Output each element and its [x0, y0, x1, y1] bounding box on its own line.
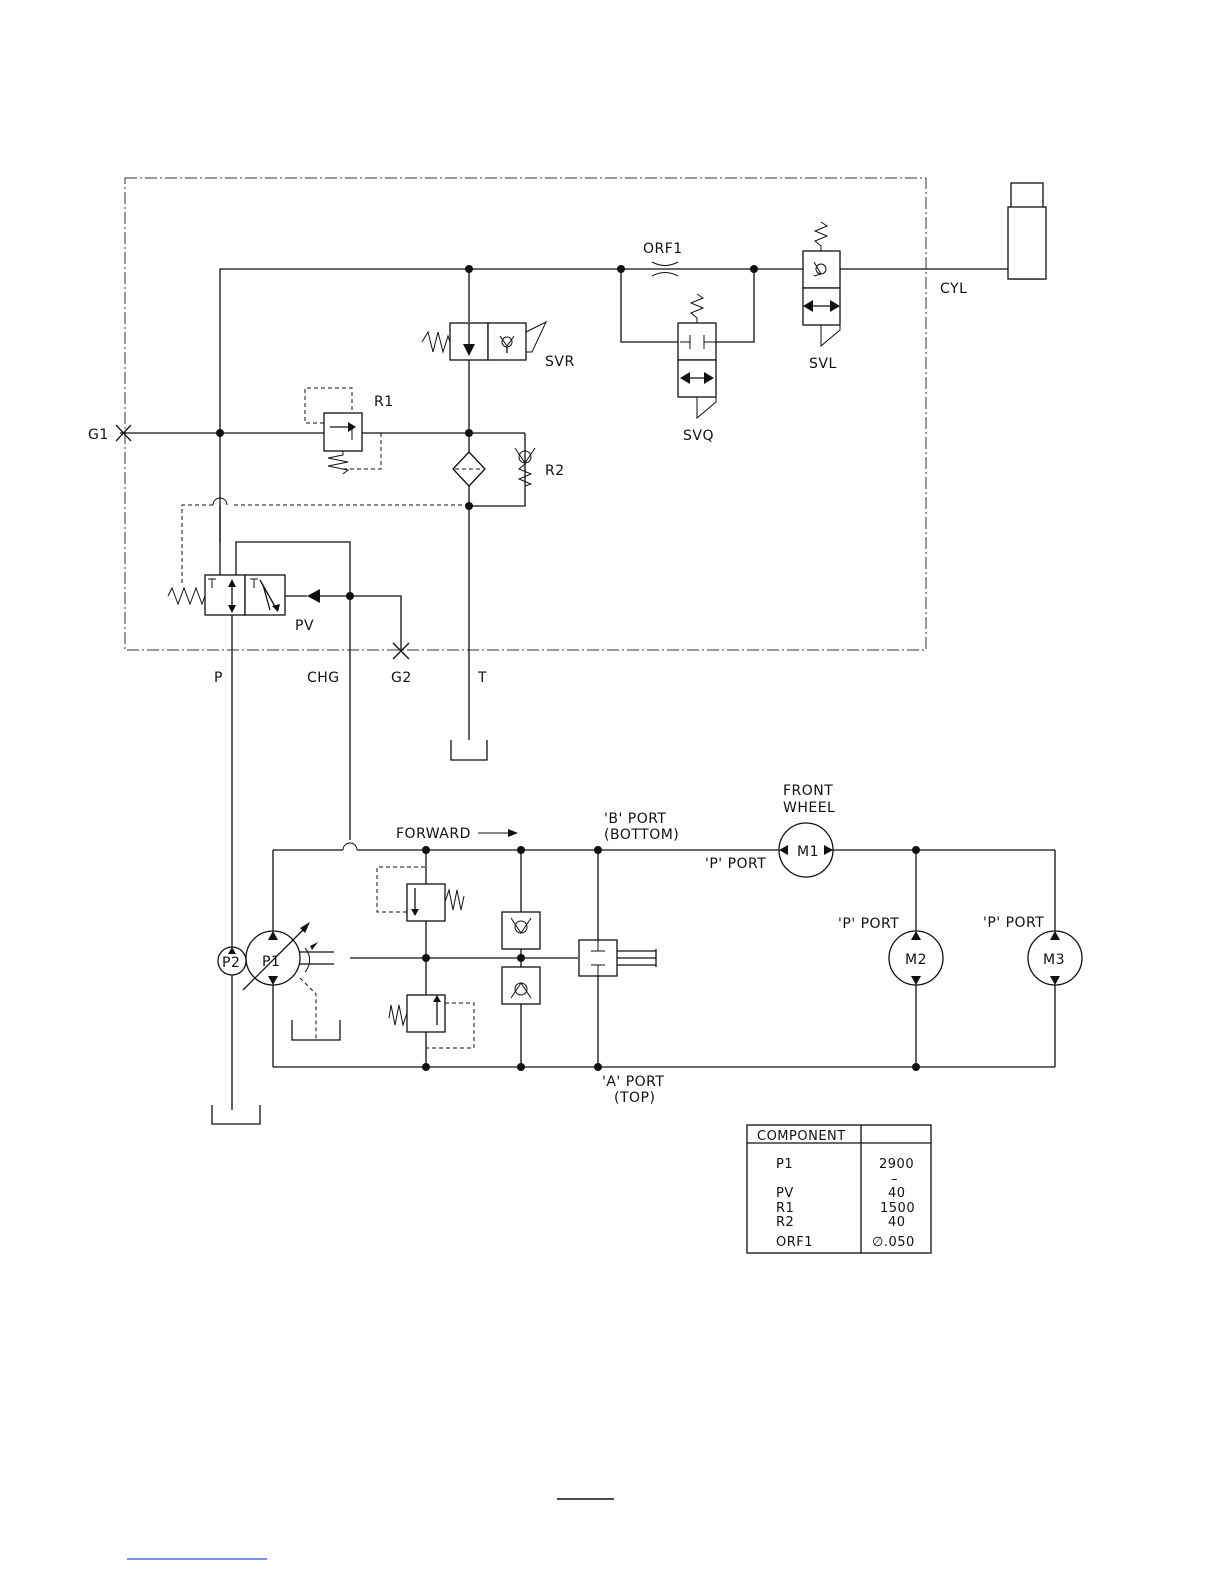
table-row-4-component: R2 [776, 1215, 794, 1230]
filter [453, 452, 485, 486]
label-orf1: ORF1 [643, 241, 683, 257]
valve-svq [678, 294, 716, 418]
check-valve-upper [502, 912, 540, 949]
table-row-2-component: PV [776, 1186, 794, 1201]
forward-arrow [478, 829, 518, 837]
label-b-port: 'B' PORT [604, 811, 666, 827]
label-t: T [477, 670, 487, 686]
table-row-5-value: ∅.050 [872, 1235, 915, 1250]
pump-p1 [243, 922, 334, 1040]
valve-svl [803, 222, 840, 346]
label-a-port-sub: (TOP) [614, 1090, 655, 1106]
table-row-0-component: P1 [776, 1157, 793, 1172]
relief-r1 [305, 388, 381, 474]
label-svr: SVR [545, 354, 575, 370]
table-row-5-component: ORF1 [776, 1235, 813, 1250]
label-b-port-sub: (BOTTOM) [604, 827, 679, 843]
check-valve-lower [502, 967, 540, 1004]
table-row-3-component: R1 [776, 1201, 794, 1216]
label-p-port-m2: 'P' PORT [838, 916, 899, 932]
label-m1: M1 [797, 844, 819, 860]
label-pv: PV [295, 618, 314, 634]
label-chg: CHG [307, 670, 340, 686]
valve-pv [168, 575, 320, 615]
label-p: P [214, 670, 223, 686]
table-header-component: COMPONENT [757, 1129, 846, 1144]
tank-t [451, 740, 487, 760]
relief-loop-lower [389, 995, 474, 1048]
component-table: COMPONENT P1 2900 – PV 40 R1 1500 R2 40 … [747, 1125, 931, 1253]
table-row-3-value: 1500 [880, 1201, 915, 1216]
pressure-lines [120, 269, 1008, 1110]
label-svl: SVL [809, 356, 837, 372]
label-front-wheel-2: WHEEL [783, 800, 835, 816]
label-p1: P1 [262, 954, 280, 970]
label-p2: P2 [222, 955, 240, 971]
label-front-wheel-1: FRONT [783, 783, 833, 799]
label-forward: FORWARD [396, 826, 471, 842]
cylinder-cyl [1008, 183, 1046, 279]
label-p-port-m3: 'P' PORT [983, 915, 1044, 931]
table-row-4-value: 40 [888, 1215, 906, 1230]
table-row-1-value: – [891, 1172, 898, 1187]
label-g1: G1 [88, 427, 109, 443]
table-row-2-value: 40 [888, 1186, 906, 1201]
label-p-port-m1: 'P' PORT [705, 856, 766, 872]
label-cyl: CYL [940, 281, 967, 297]
tank-p [212, 1105, 260, 1124]
label-m2: M2 [905, 952, 927, 968]
relief-loop-upper [377, 867, 464, 921]
label-r1: R1 [374, 394, 394, 410]
label-g2: G2 [391, 670, 412, 686]
label-m3: M3 [1043, 952, 1065, 968]
label-svq: SVQ [683, 428, 714, 444]
label-a-port: 'A' PORT [602, 1074, 664, 1090]
valve-svr [422, 322, 546, 360]
table-row-0-value: 2900 [879, 1157, 914, 1172]
shuttle-valve [579, 940, 617, 976]
label-r2: R2 [545, 463, 565, 479]
